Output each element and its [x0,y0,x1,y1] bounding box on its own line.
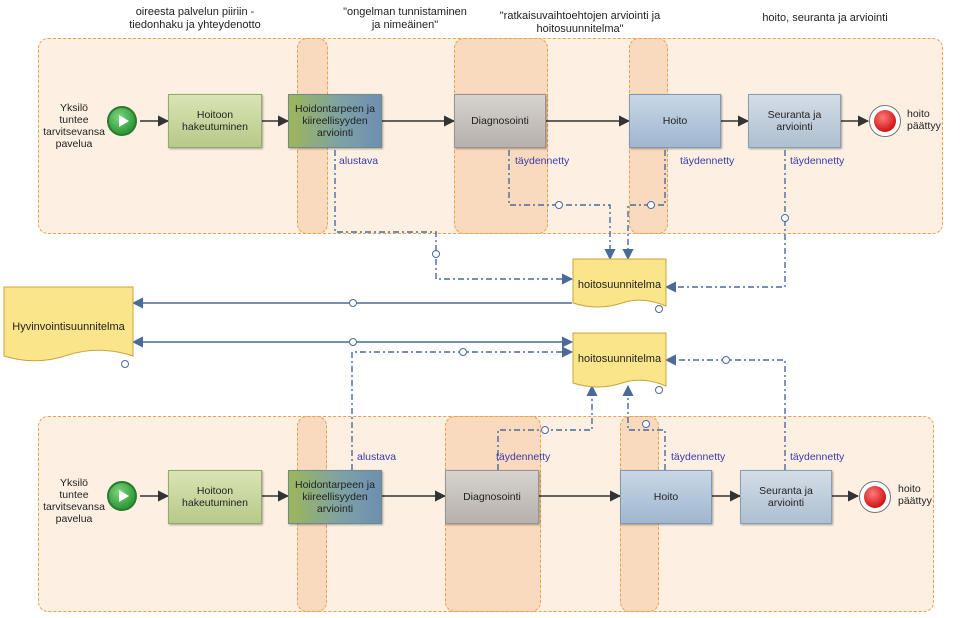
phase-title-4: hoito, seuranta ja arviointi [762,12,888,24]
wellbeing-plan-shape [3,286,134,362]
care-plan-top-shape [572,258,667,308]
care-plan-bottom-label[interactable]: hoitosuunnitelma [577,353,662,365]
top-status-diagnosis: täydennetty [515,155,570,167]
bottom-status-diagnosis: täydennetty [496,451,551,463]
phase-title-3: "ratkaisuvaihtoehtojen arviointi ja hoit… [499,10,661,35]
top-end-event-icon[interactable] [869,105,901,137]
bottom-start-event-icon[interactable] [107,481,137,511]
top-task-assessment[interactable]: Hoidontarpeen ja kiireellisyyden arvioin… [288,94,382,148]
document-associations [131,150,786,470]
bottom-task-assessment[interactable]: Hoidontarpeen ja kiireellisyyden arvioin… [288,470,382,524]
care-plan-top-label[interactable]: hoitosuunnitelma [577,279,662,291]
top-status-follow-up: täydennetty [790,155,845,167]
top-task-seek-care[interactable]: Hoitoon hakeutuminen [168,94,262,148]
connector-badges [121,201,789,434]
bottom-task-diagnosis[interactable]: Diagnosointi [445,470,539,524]
top-status-care: täydennetty [680,155,735,167]
bottom-end-event-icon[interactable] [859,481,891,513]
bottom-status-assessment: alustava [357,451,397,463]
top-end-label: hoito päättyy [907,108,941,132]
bottom-task-seek-care[interactable]: Hoitoon hakeutuminen [168,470,262,524]
top-start-label: Yksilö tuntee tarvitsevansa pavelua [43,102,105,150]
top-task-care[interactable]: Hoito [629,94,721,148]
bottom-status-care: täydennetty [671,451,726,463]
top-start-event-icon[interactable] [107,106,137,136]
phase-title-1: oireesta palvelun piiriin - tiedonhaku j… [129,6,261,31]
bottom-task-follow-up[interactable]: Seuranta ja arviointi [740,470,832,524]
care-plan-bottom-shape [572,332,667,388]
top-task-follow-up[interactable]: Seuranta ja arviointi [748,94,841,148]
bottom-start-label: Yksilö tuntee tarvitsevansa pavelua [43,477,105,525]
top-task-diagnosis[interactable]: Diagnosointi [454,94,546,148]
bottom-end-label: hoito päättyy [898,483,932,507]
phase-title-2: "ongelman tunnistaminen ja nimeäinen" [343,6,467,31]
top-status-assessment: alustava [339,155,379,167]
wellbeing-plan-label[interactable]: Hyvinvointisuunnitelma [12,321,125,333]
bottom-task-care[interactable]: Hoito [620,470,712,524]
bottom-status-follow-up: täydennetty [790,451,845,463]
